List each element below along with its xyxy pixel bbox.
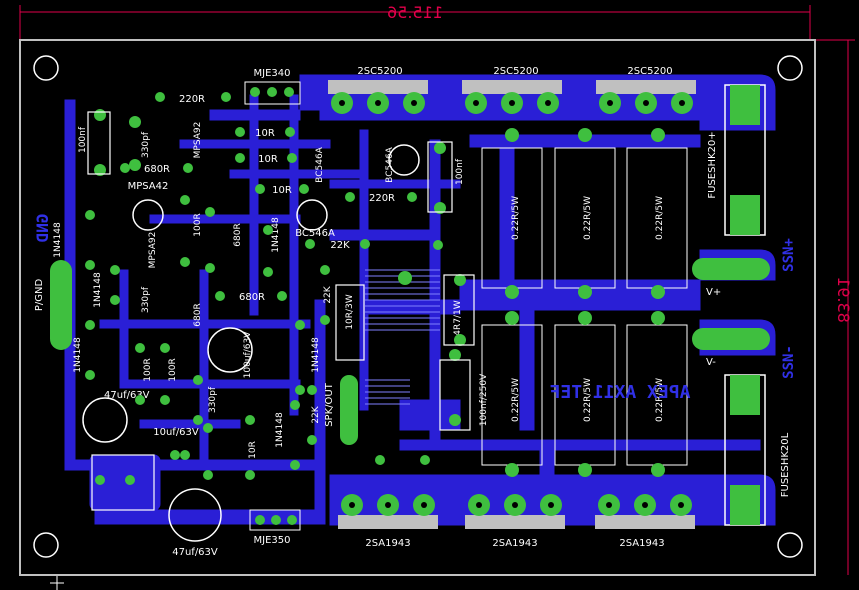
gnd-label: GND <box>33 214 52 243</box>
r10r3w-body <box>335 284 365 361</box>
mpsa92-a-label: MPSA92 <box>193 122 203 159</box>
r10-b-label: 10R <box>258 154 278 165</box>
d1n4148-b-label: 1N4148 <box>93 272 103 308</box>
r10-c-label: 10R <box>272 185 292 196</box>
c10u-label: 10uf/63V <box>153 427 199 438</box>
r22k-a-label: 22K <box>330 240 350 251</box>
output-transistors-bottom: 2SA1943 2SA1943 2SA1943 <box>338 494 695 549</box>
vminus-label: V- <box>706 357 716 368</box>
q-bot-1-label: 2SA1943 <box>365 538 410 549</box>
d1n4148-c-label: 1N4148 <box>73 337 83 373</box>
speaker-output: SPK/OUT <box>324 375 358 445</box>
r-emitter-5-label: 0.22R/5W <box>583 378 593 422</box>
driver-top-label: MJE340 <box>254 68 291 79</box>
r-emitter-4-label: 0.22R/5W <box>511 378 521 422</box>
ssn-plus-label: SSN+ <box>781 238 797 272</box>
bc546-a-label: BC546A <box>315 146 325 182</box>
c330-b-label: 330pf <box>141 286 151 313</box>
d1n4148-e-label: 1N4148 <box>275 412 285 448</box>
d1n4148-a-label: 1N4148 <box>53 222 63 258</box>
c100n-a-body <box>87 111 111 175</box>
q-top-2-label: 2SC5200 <box>493 66 538 77</box>
fuse-bottom-label: FUSESHK20L <box>780 432 791 497</box>
component-labels: 220R 220R 10R 10R 10R 680R 680R 22K MPSA… <box>53 94 489 558</box>
c330-a-label: 330pf <box>141 131 151 158</box>
spkout-label: SPK/OUT <box>324 382 335 426</box>
c100n-a-label: 100nf <box>78 126 88 153</box>
q-top-3-label: 2SC5200 <box>627 66 672 77</box>
r680-d-label: 680R <box>233 223 243 246</box>
r47r-label: 4R7/1W <box>453 300 463 335</box>
r100-b-label: 100R <box>143 358 153 381</box>
pgnd-label: P/GND <box>34 279 45 312</box>
bc546-c-label: BC546A <box>295 228 335 239</box>
r100-a-label: 100R <box>193 213 203 236</box>
emitter-pads <box>505 128 665 477</box>
vplus-label: V+ <box>706 287 721 298</box>
r220-b-label: 220R <box>369 193 395 204</box>
driver-bottom-label: MJE350 <box>254 535 291 546</box>
r680-a-label: 680R <box>144 164 170 175</box>
r220-a-label: 220R <box>179 94 205 105</box>
mounting-hole-bl <box>33 532 59 558</box>
r22k-b-label: 22K <box>323 285 333 303</box>
small-pads <box>85 92 466 485</box>
ground-connectors: GND P/GND <box>33 214 72 350</box>
r47r-body <box>443 274 475 346</box>
c47u-a-label: 47uf/63V <box>104 390 150 401</box>
r10-d-label: 10R <box>248 441 258 459</box>
dimension-top: 115.56 <box>19 3 811 40</box>
c100u-label: 100uf/63V <box>243 331 253 379</box>
r-emitter-1-label: 0.22R/5W <box>511 196 521 240</box>
fuses: FUSESHK20+ FUSESHK20L <box>707 84 791 526</box>
c100n-c-label: 100nf/250V <box>479 373 489 426</box>
q-top-1-label: 2SC5200 <box>357 66 402 77</box>
heatsink-hatch <box>365 269 440 405</box>
r100-c-label: 100R <box>168 358 178 381</box>
height-dimension: 83.91 <box>834 277 853 323</box>
connector-j1 <box>91 454 155 511</box>
c100n-c-body <box>439 359 471 431</box>
r10-a-label: 10R <box>255 128 275 139</box>
r680-c-label: 680R <box>193 303 203 326</box>
r22k-c-label: 22K <box>311 405 321 423</box>
board-title: APEX AX11 TEF <box>550 382 691 403</box>
c100n-b-body <box>427 141 453 213</box>
driver-transistors: MJE340 MJE350 <box>244 68 301 546</box>
rail-connectors: V+ V- SSN+ SSN- <box>692 238 797 379</box>
electrolytic-caps <box>82 144 420 542</box>
width-dimension: 115.56 <box>387 3 443 22</box>
c100n-b-label: 100nf <box>455 158 465 185</box>
cursor-crosshair <box>50 576 64 590</box>
q-bot-3-label: 2SA1943 <box>619 538 664 549</box>
c47u-b-label: 47uf/63V <box>172 547 218 558</box>
r680-b-label: 680R <box>239 292 265 303</box>
emitter-resistor-labels: 0.22R/5W 0.22R/5W 0.22R/5W 0.22R/5W 0.22… <box>511 196 665 422</box>
mounting-hole-br <box>777 532 803 558</box>
mounting-hole-tr <box>777 55 803 81</box>
mounting-hole-tl <box>33 55 59 81</box>
output-transistors-top: 2SC5200 2SC5200 2SC5200 <box>328 66 696 114</box>
r-emitter-3-label: 0.22R/5W <box>655 196 665 240</box>
q-bot-2-label: 2SA1943 <box>492 538 537 549</box>
d1n4148-f-label: 1N4148 <box>271 217 281 253</box>
board-outline <box>19 39 816 576</box>
r-emitter-2-label: 0.22R/5W <box>583 196 593 240</box>
r-emitter-6-label: 0.22R/5W <box>655 378 665 422</box>
r10r3w-label: 10R/3W <box>345 294 355 329</box>
ssn-minus-label: SSN- <box>781 345 797 379</box>
mpsa42-label: MPSA42 <box>128 181 169 192</box>
fuse-top-label: FUSESHK20+ <box>707 131 718 198</box>
c330-c-label: 330pf <box>208 386 218 413</box>
mpsa92-b-label: MPSA92 <box>148 232 158 269</box>
d1n4148-d-label: 1N4148 <box>311 337 321 373</box>
dimension-right: 83.91 <box>815 39 855 575</box>
